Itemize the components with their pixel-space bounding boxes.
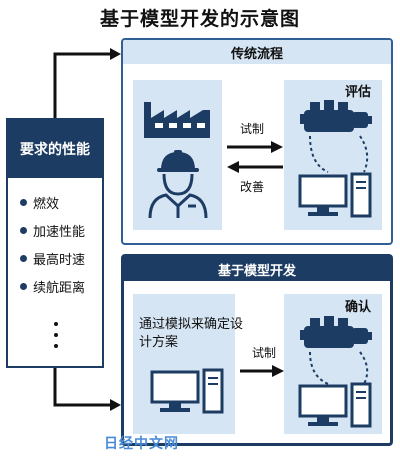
- trial-label: 试制: [240, 122, 265, 136]
- arrowhead-to-model-based: [110, 399, 121, 411]
- list-item: 燃效: [20, 188, 102, 216]
- list-item: 续航距离: [20, 272, 102, 300]
- computer-icon: [298, 382, 372, 428]
- list-item: 最高时速: [20, 244, 102, 272]
- connector-to-model-based: [53, 368, 112, 407]
- bullet-icon: [20, 198, 27, 206]
- diagram-title: 基于模型开发的示意图: [99, 8, 300, 30]
- engine-icon: [300, 316, 372, 348]
- factory-icon: [144, 102, 210, 138]
- bullet-icon: [20, 282, 27, 290]
- arrowhead-to-traditional: [110, 48, 121, 60]
- trial-arrow-icon: [240, 365, 284, 377]
- requirements-heading: 要求的性能: [8, 120, 102, 178]
- requirements-list: 燃效 加速性能 最高时速 续航距离: [8, 178, 102, 300]
- list-item: 加速性能: [20, 216, 102, 244]
- trial-arrow-icon: [227, 141, 283, 153]
- connector-to-traditional: [53, 52, 112, 118]
- requirement-label: 续航距离: [33, 280, 86, 296]
- improve-arrow-icon: [227, 161, 283, 173]
- confirm-label: 确认: [345, 300, 372, 315]
- traditional-heading: 传统流程: [123, 40, 391, 64]
- engine-icon: [300, 100, 372, 132]
- computer-icon: [298, 172, 372, 218]
- bullet-icon: [20, 254, 27, 262]
- watermark-logo: 日经中文网: [104, 436, 179, 452]
- engine-computer-link: [309, 135, 369, 173]
- trial-label: 试制: [252, 346, 277, 360]
- evaluate-label: 评估: [345, 85, 372, 100]
- bullet-icon: [20, 226, 27, 234]
- improve-label: 改善: [240, 180, 265, 194]
- requirement-label: 加速性能: [33, 224, 86, 240]
- requirement-label: 最高时速: [33, 252, 86, 268]
- model-based-heading: 基于模型开发: [124, 257, 390, 281]
- engineer-icon: [148, 150, 208, 219]
- simulation-text: 通过模拟来确定设计方案: [139, 317, 244, 350]
- more-dots-icon: [54, 322, 58, 348]
- requirement-label: 燃效: [33, 196, 60, 212]
- requirements-panel: 要求的性能 燃效 加速性能 最高时速 续航距离: [6, 118, 104, 368]
- engine-computer-link: [309, 351, 369, 385]
- computer-icon: [150, 368, 224, 414]
